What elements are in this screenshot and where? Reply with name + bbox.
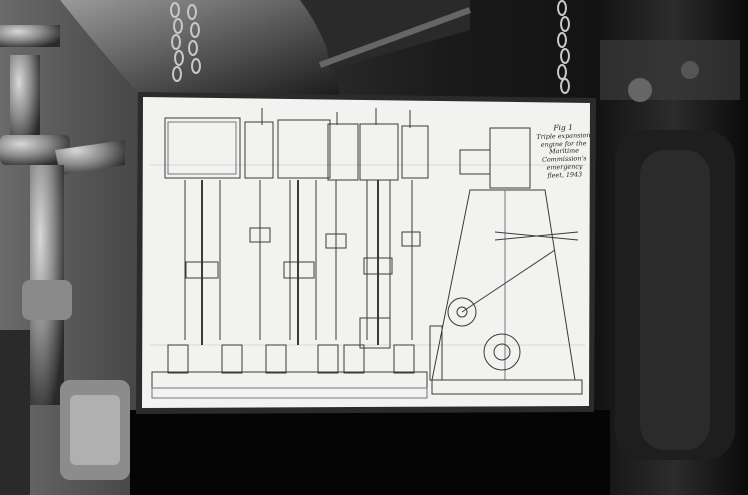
placard-board [142, 97, 590, 408]
floor-shadow [130, 410, 610, 495]
steam-valve-icon [0, 25, 130, 495]
bulkhead-hood [60, 0, 340, 95]
hanging-chain-icon [170, 2, 201, 82]
hanging-chain-icon [557, 0, 570, 94]
engine-blueprint-icon [150, 108, 585, 399]
placard-caption: Fig 1 Triple expansion engine for the Ma… [533, 123, 595, 181]
